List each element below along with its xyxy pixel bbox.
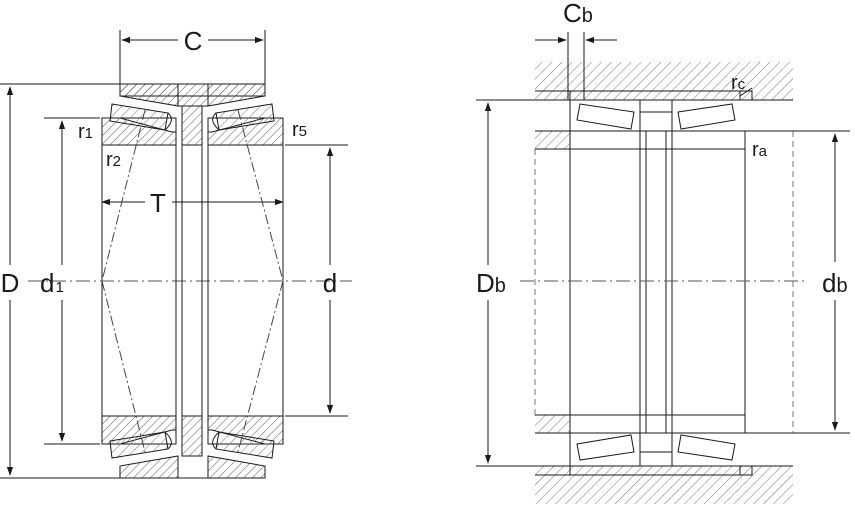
dimension-c	[119, 30, 266, 84]
housing-bottom	[535, 465, 793, 504]
dimension-db-lower	[793, 130, 850, 434]
label-cb: Cb	[563, 0, 593, 28]
label-db-upper-main: D	[476, 268, 495, 298]
bearing-bottom-section	[569, 414, 746, 476]
label-r5-sub: 5	[299, 123, 307, 140]
label-r2: r2	[106, 149, 121, 171]
label-db-lower: db	[822, 268, 848, 298]
label-db-lower-sub: b	[836, 275, 847, 297]
bearing-top-section	[569, 90, 746, 150]
label-db-upper-sub: b	[495, 275, 506, 297]
shaft-lower-strip	[535, 414, 793, 434]
rollers-top	[109, 103, 275, 131]
dimension-d1	[44, 117, 100, 445]
label-t: T	[150, 188, 166, 218]
label-r5: r5	[292, 119, 307, 141]
dimension-d-outer	[0, 83, 120, 479]
label-d1-main: d	[40, 268, 54, 298]
dimension-db-upper	[476, 99, 570, 467]
label-ra-sub: a	[759, 143, 768, 160]
label-r1: r1	[78, 121, 93, 143]
label-c: C	[184, 26, 203, 56]
label-rc-sub: c	[738, 76, 746, 93]
label-d1: d1	[40, 268, 64, 298]
label-cb-sub: b	[582, 5, 593, 27]
dimension-cb	[535, 32, 617, 100]
dimension-d-bore	[285, 144, 348, 417]
right-mounting-view	[476, 32, 850, 504]
label-r2-main: r	[106, 149, 113, 171]
inner-cone-bottom	[101, 415, 284, 457]
label-db-upper: Db	[476, 268, 506, 298]
label-rc: rc	[731, 72, 746, 94]
shaft-upper-strip	[535, 130, 793, 150]
label-ra: ra	[752, 139, 768, 161]
outer-cup-bottom	[119, 455, 266, 479]
label-r5-main: r	[292, 119, 299, 141]
label-d1-sub: 1	[55, 279, 63, 296]
label-rc-main: r	[731, 72, 738, 94]
label-d-outer: D	[1, 268, 20, 298]
label-cb-main: C	[563, 0, 582, 28]
label-d-bore: d	[323, 268, 337, 298]
housing-top	[535, 62, 793, 101]
label-r1-main: r	[78, 121, 85, 143]
label-r1-sub: 1	[85, 125, 93, 142]
label-r2-sub: 2	[113, 153, 121, 170]
outer-cup-top	[119, 83, 266, 107]
label-ra-main: r	[752, 139, 759, 161]
inner-cone-top	[101, 105, 284, 146]
rollers-bottom	[109, 431, 275, 459]
label-db-lower-main: d	[822, 268, 836, 298]
left-bearing-view	[0, 30, 352, 479]
